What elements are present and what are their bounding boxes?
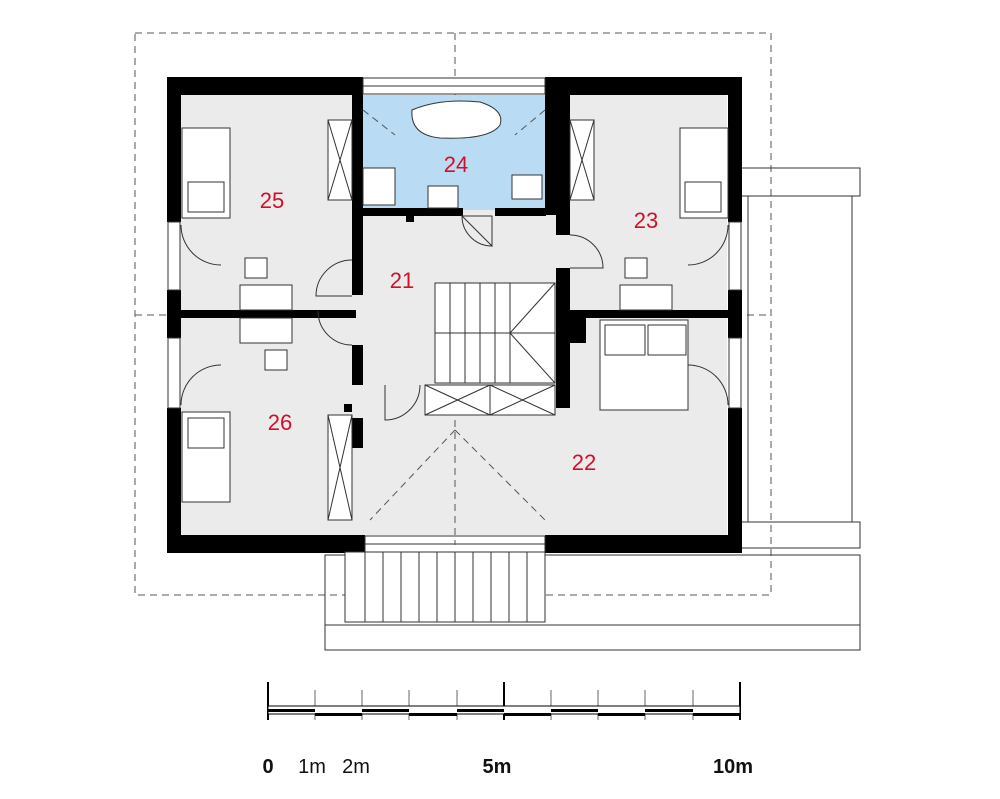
room-label-24: 24 — [444, 152, 468, 177]
wardrobes — [327, 119, 595, 521]
desks — [239, 257, 673, 371]
windows — [167, 77, 742, 553]
doors — [180, 215, 729, 421]
beds — [181, 127, 729, 503]
interior-walls — [181, 95, 728, 448]
exterior-stairs — [344, 551, 546, 623]
ridge-lines — [362, 109, 546, 545]
room-labels: 21 22 23 24 25 26 — [260, 152, 658, 475]
scale-label-0: 0 — [262, 756, 273, 778]
room-label-21: 21 — [390, 268, 414, 293]
staircase — [434, 282, 556, 384]
balcony-bottom — [324, 554, 861, 651]
room-label-26: 26 — [268, 410, 292, 435]
room-label-22: 22 — [572, 450, 596, 475]
scale-label-2m: 2m — [342, 756, 370, 778]
room-label-25: 25 — [260, 188, 284, 213]
bathroom-fixtures — [362, 100, 543, 209]
hall-wardrobe — [424, 384, 556, 416]
outer-walls — [167, 77, 742, 553]
scale-label-5m: 5m — [483, 756, 512, 778]
terrace-right — [739, 167, 861, 549]
scale-label-10m: 10m — [713, 756, 753, 778]
scale-bar: 0 1m 2m 5m 10m — [262, 682, 753, 778]
scale-label-1m: 1m — [298, 756, 326, 778]
room-label-23: 23 — [634, 208, 658, 233]
